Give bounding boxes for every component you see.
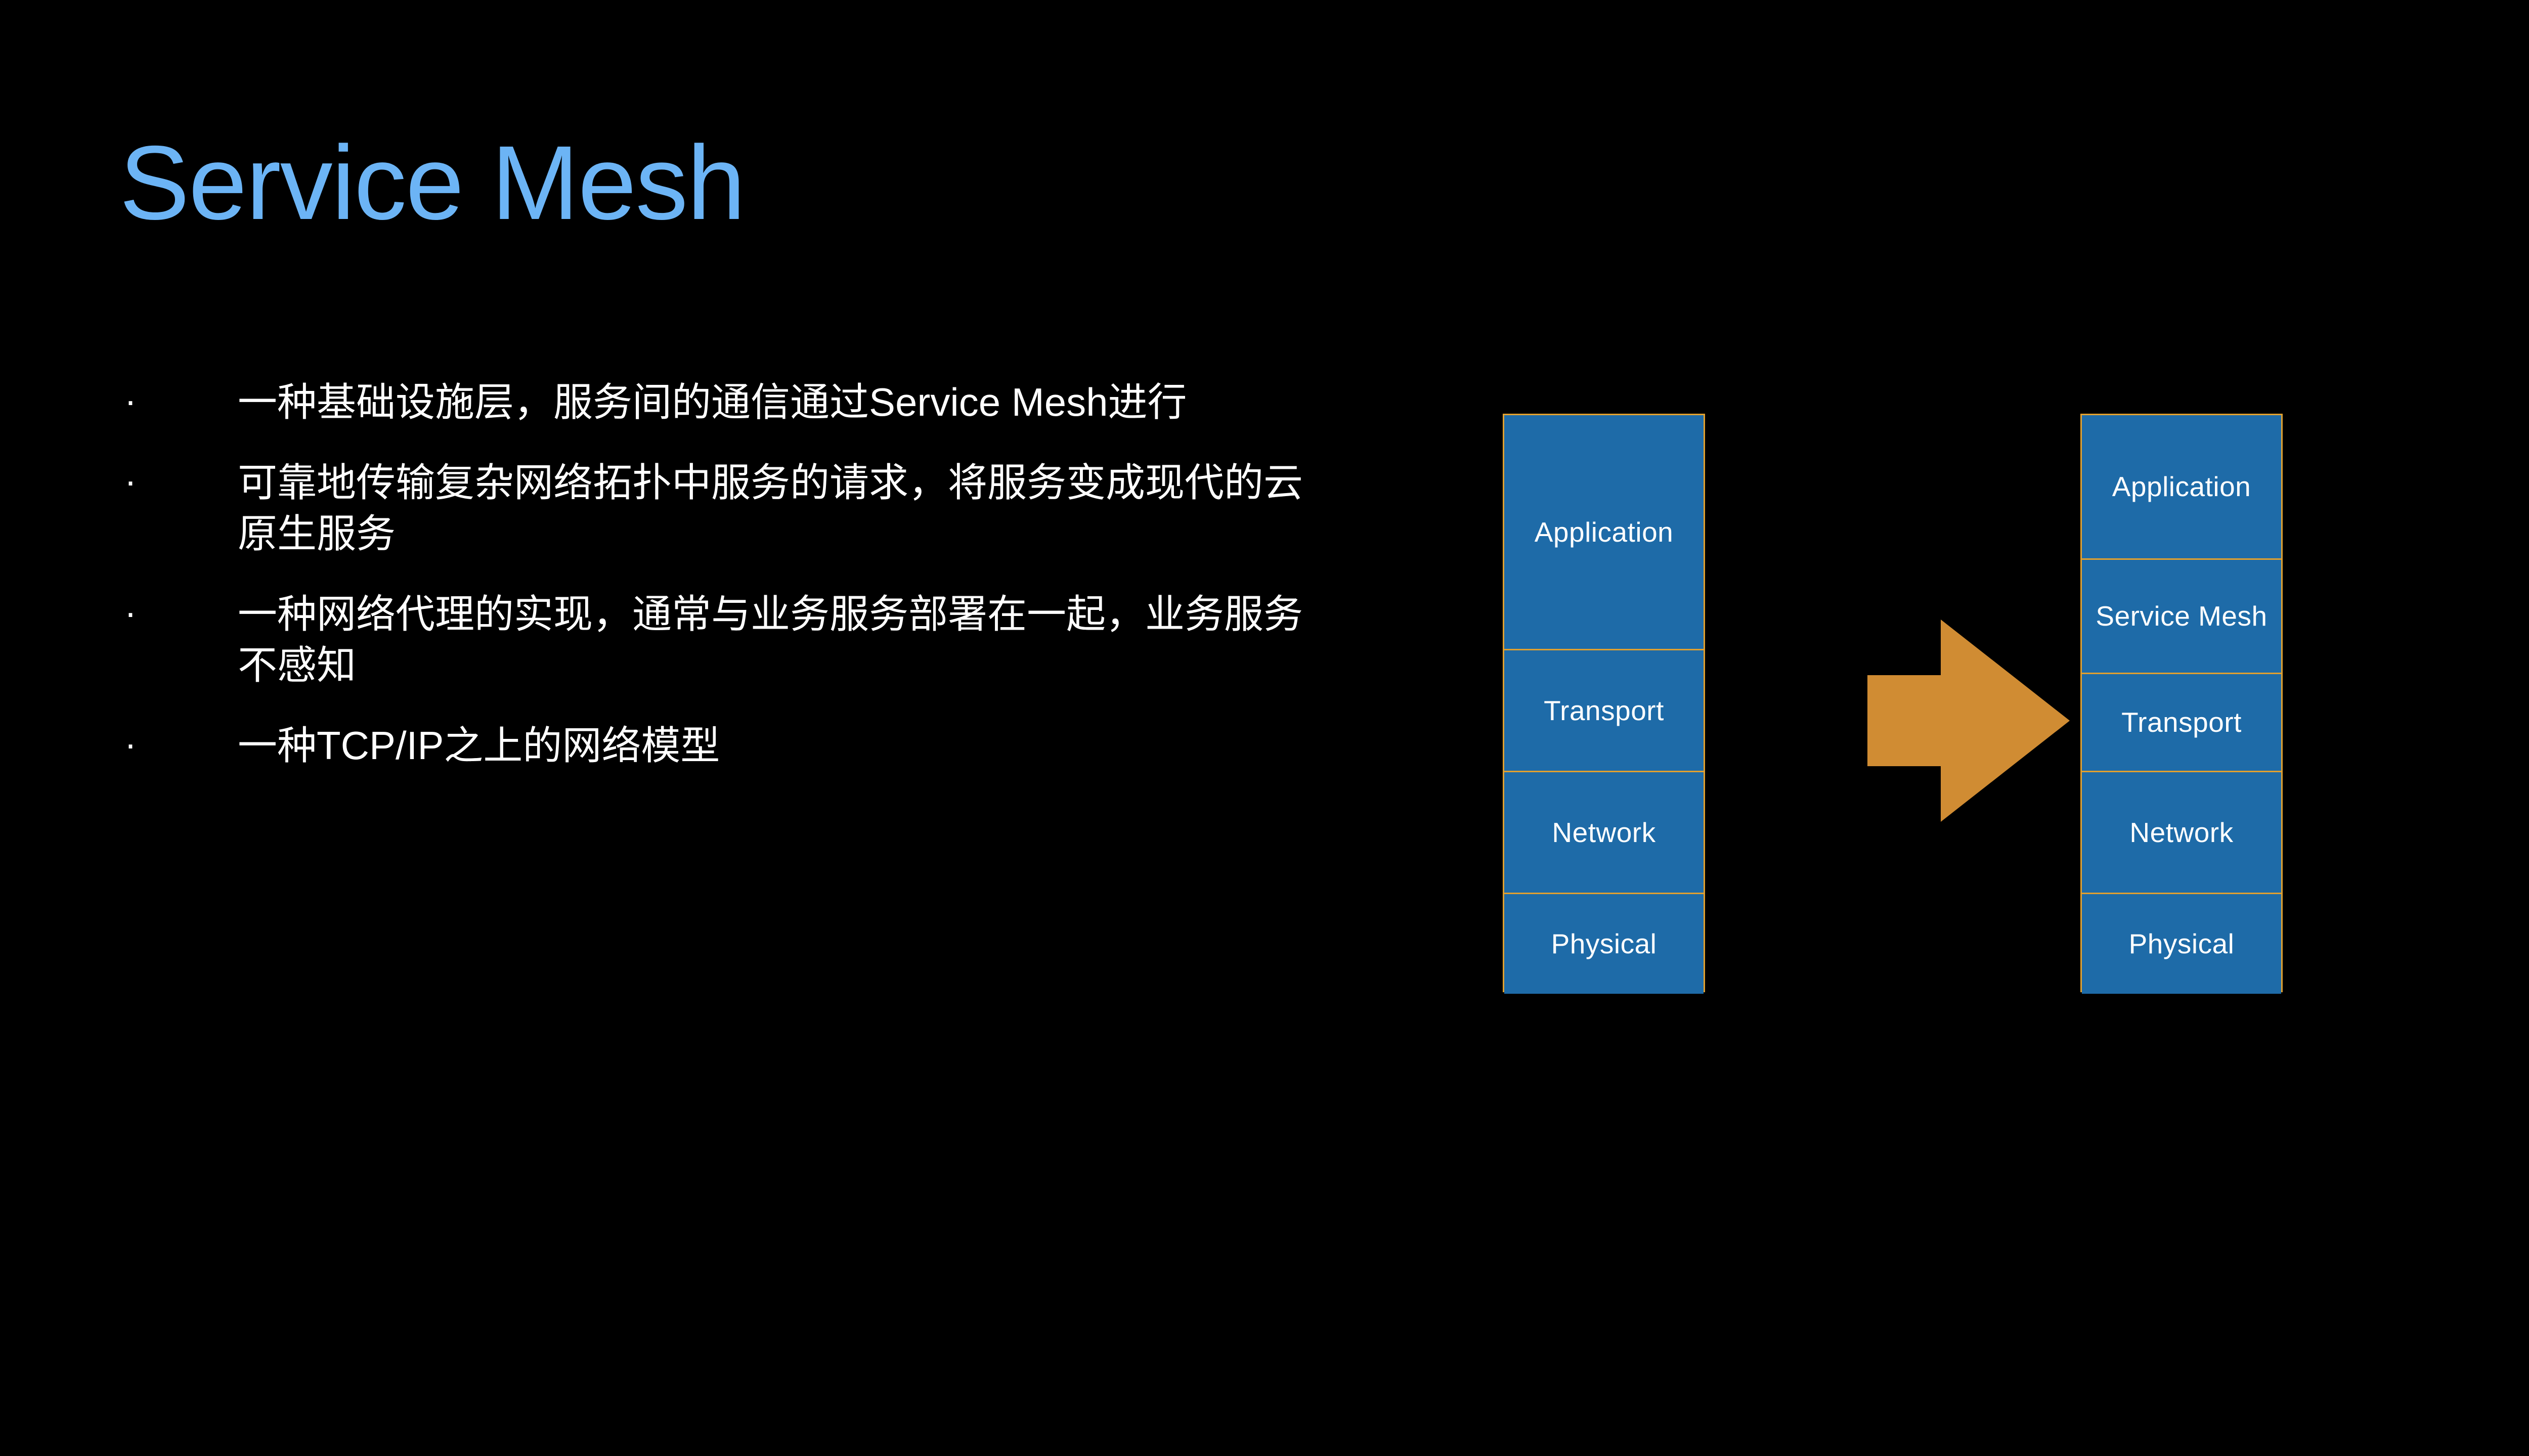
layer-label: Physical — [2128, 928, 2235, 959]
bullet-marker-icon: · — [124, 461, 137, 502]
page-title: Service Mesh — [119, 124, 746, 242]
bullet-text: 一种网络代理的实现，通常与业务服务部署在一起，业务服务不感知 — [238, 592, 1303, 687]
layer-label: Application — [1534, 516, 1674, 548]
layer-label: Physical — [1551, 928, 1657, 959]
layer-network: Network — [1504, 772, 1704, 894]
bullet-list: · 一种基础设施层，服务间的通信通过Service Mesh进行 · 可靠地传输… — [116, 377, 1340, 801]
list-item: · 可靠地传输复杂网络拓扑中服务的请求，将服务变成现代的云原生服务 — [116, 457, 1340, 559]
layer-label: Application — [2112, 471, 2251, 502]
list-item: · 一种TCP/IP之上的网络模型 — [116, 720, 1340, 771]
layer-label: Transport — [2121, 707, 2242, 738]
bullet-text: 一种TCP/IP之上的网络模型 — [238, 723, 720, 768]
layer-service-mesh: Service Mesh — [2082, 560, 2281, 674]
after-stack: Application Service Mesh Transport Netwo… — [2080, 414, 2283, 994]
layer-network: Network — [2082, 772, 2281, 894]
right-arrow-icon — [1867, 620, 2070, 822]
layer-label: Transport — [1544, 694, 1664, 726]
network-stack-diagram: Application Transport Network Physical A… — [1467, 400, 2478, 1037]
layer-application: Application — [2082, 415, 2281, 560]
layer-transport: Transport — [2082, 674, 2281, 772]
layer-application: Application — [1504, 415, 1704, 650]
bullet-text: 一种基础设施层，服务间的通信通过Service Mesh进行 — [238, 380, 1187, 424]
before-stack: Application Transport Network Physical — [1503, 414, 1705, 994]
bullet-marker-icon: · — [124, 381, 137, 421]
layer-label: Network — [2129, 816, 2234, 848]
bullet-marker-icon: · — [124, 724, 137, 765]
bullet-marker-icon: · — [124, 593, 137, 633]
layer-physical: Physical — [2082, 894, 2281, 994]
list-item: · 一种基础设施层，服务间的通信通过Service Mesh进行 — [116, 377, 1340, 428]
layer-label: Network — [1552, 816, 1656, 848]
layer-transport: Transport — [1504, 650, 1704, 772]
layer-physical: Physical — [1504, 894, 1704, 994]
list-item: · 一种网络代理的实现，通常与业务服务部署在一起，业务服务不感知 — [116, 589, 1340, 691]
layer-label: Service Mesh — [2096, 600, 2268, 632]
bullet-text: 可靠地传输复杂网络拓扑中服务的请求，将服务变成现代的云原生服务 — [238, 460, 1303, 556]
